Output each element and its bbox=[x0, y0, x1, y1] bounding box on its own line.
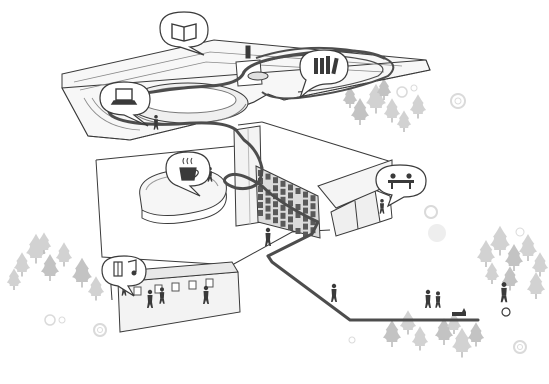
book-block bbox=[303, 192, 308, 198]
book-block bbox=[296, 188, 301, 194]
tree bbox=[400, 310, 416, 334]
tree bbox=[527, 272, 545, 299]
book-block bbox=[303, 224, 308, 230]
bicycle-wheel bbox=[502, 308, 510, 316]
book-block bbox=[288, 224, 293, 230]
book-block bbox=[258, 194, 263, 200]
tree bbox=[383, 320, 401, 347]
book-block bbox=[311, 195, 316, 201]
tree bbox=[490, 226, 510, 256]
tree bbox=[519, 234, 537, 261]
book-block bbox=[281, 213, 286, 219]
tree bbox=[452, 328, 472, 358]
tree bbox=[384, 98, 400, 122]
tree bbox=[72, 258, 92, 288]
book-block bbox=[281, 205, 286, 211]
book-block bbox=[266, 198, 271, 204]
book-block bbox=[281, 221, 286, 227]
book-block bbox=[288, 216, 293, 222]
tree bbox=[468, 322, 484, 346]
person-figure bbox=[425, 290, 431, 308]
tree bbox=[88, 276, 104, 300]
bookshelf-icon bbox=[314, 56, 339, 74]
book-block bbox=[273, 201, 278, 207]
tree bbox=[56, 242, 72, 266]
book-block bbox=[273, 209, 278, 215]
book-block bbox=[258, 202, 263, 208]
book-block bbox=[303, 208, 308, 214]
book-block bbox=[258, 210, 263, 216]
book-block bbox=[303, 200, 308, 206]
person-figure bbox=[435, 291, 440, 307]
callout-meeting bbox=[376, 165, 426, 206]
tree bbox=[532, 252, 548, 276]
person-figure bbox=[380, 199, 385, 214]
book-block bbox=[273, 177, 278, 183]
book-block bbox=[281, 181, 286, 187]
book-block bbox=[311, 211, 316, 217]
book-block bbox=[311, 203, 316, 209]
tree bbox=[485, 262, 499, 284]
book-block bbox=[288, 184, 293, 190]
book-block bbox=[273, 217, 278, 223]
person-figure bbox=[501, 282, 508, 302]
person-figure bbox=[265, 228, 271, 246]
tree bbox=[412, 326, 428, 350]
person-figure bbox=[331, 284, 337, 302]
book-block bbox=[273, 185, 278, 191]
book-block bbox=[266, 206, 271, 212]
bookshelf-wall bbox=[256, 166, 320, 238]
dog-figure bbox=[452, 308, 466, 316]
book-block bbox=[281, 189, 286, 195]
book-block bbox=[266, 174, 271, 180]
tree bbox=[410, 94, 426, 118]
book-block bbox=[266, 214, 271, 220]
book-block bbox=[288, 192, 293, 198]
book-block bbox=[296, 228, 301, 234]
tree bbox=[505, 244, 523, 271]
